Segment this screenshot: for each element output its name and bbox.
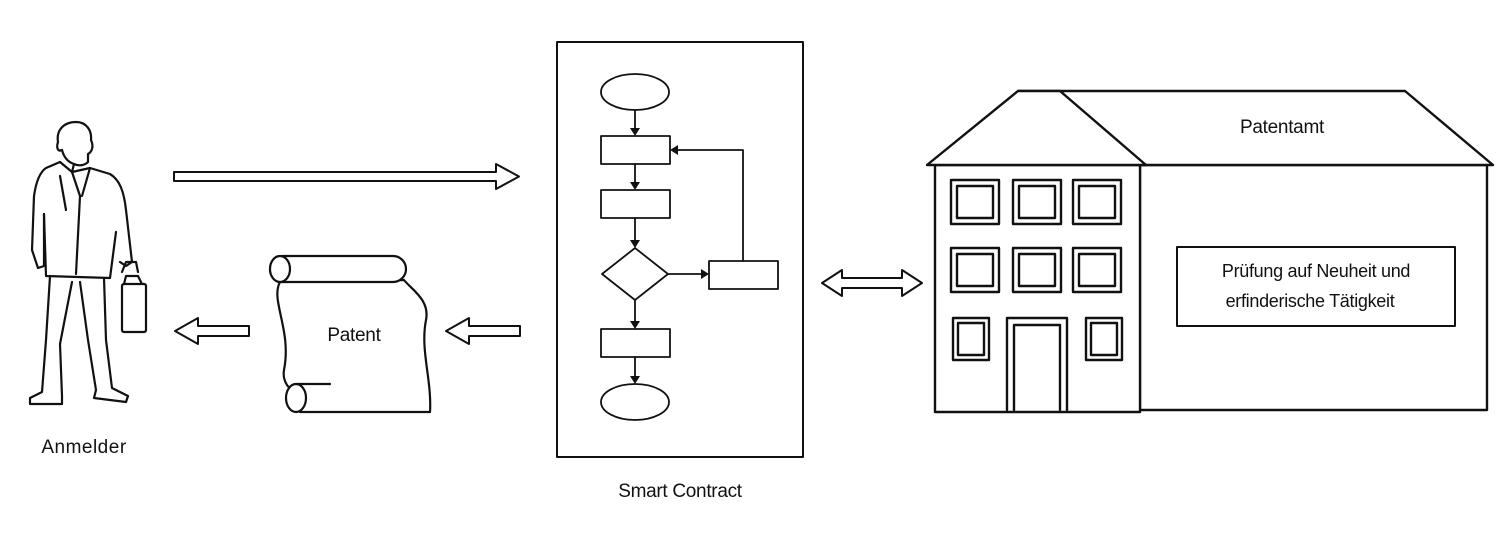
arrow-patent-to-applicant <box>174 317 250 345</box>
review-box-line2: erfinderische Tätigkeit <box>1226 291 1395 311</box>
applicant-label: Anmelder <box>41 437 126 458</box>
patent-scroll-icon <box>268 254 432 414</box>
arrow-contract-to-patent <box>445 317 521 345</box>
applicant-figure-icon <box>28 120 148 406</box>
arrow-applicant-to-contract <box>173 163 520 190</box>
patent-label: Patent <box>327 325 381 346</box>
review-box-line1: Prüfung auf Neuheit und <box>1222 261 1410 281</box>
patent-office-building-icon <box>925 89 1495 414</box>
smart-contract-box <box>556 41 804 458</box>
patent-office-label: Patentamt <box>1240 117 1325 138</box>
smart-contract-label: Smart Contract <box>618 481 743 502</box>
flowchart-arrowheads-icon <box>630 128 709 384</box>
arrow-contract-office-bidirectional <box>821 269 923 297</box>
flowchart-icon <box>600 73 779 421</box>
review-box <box>1176 246 1456 327</box>
